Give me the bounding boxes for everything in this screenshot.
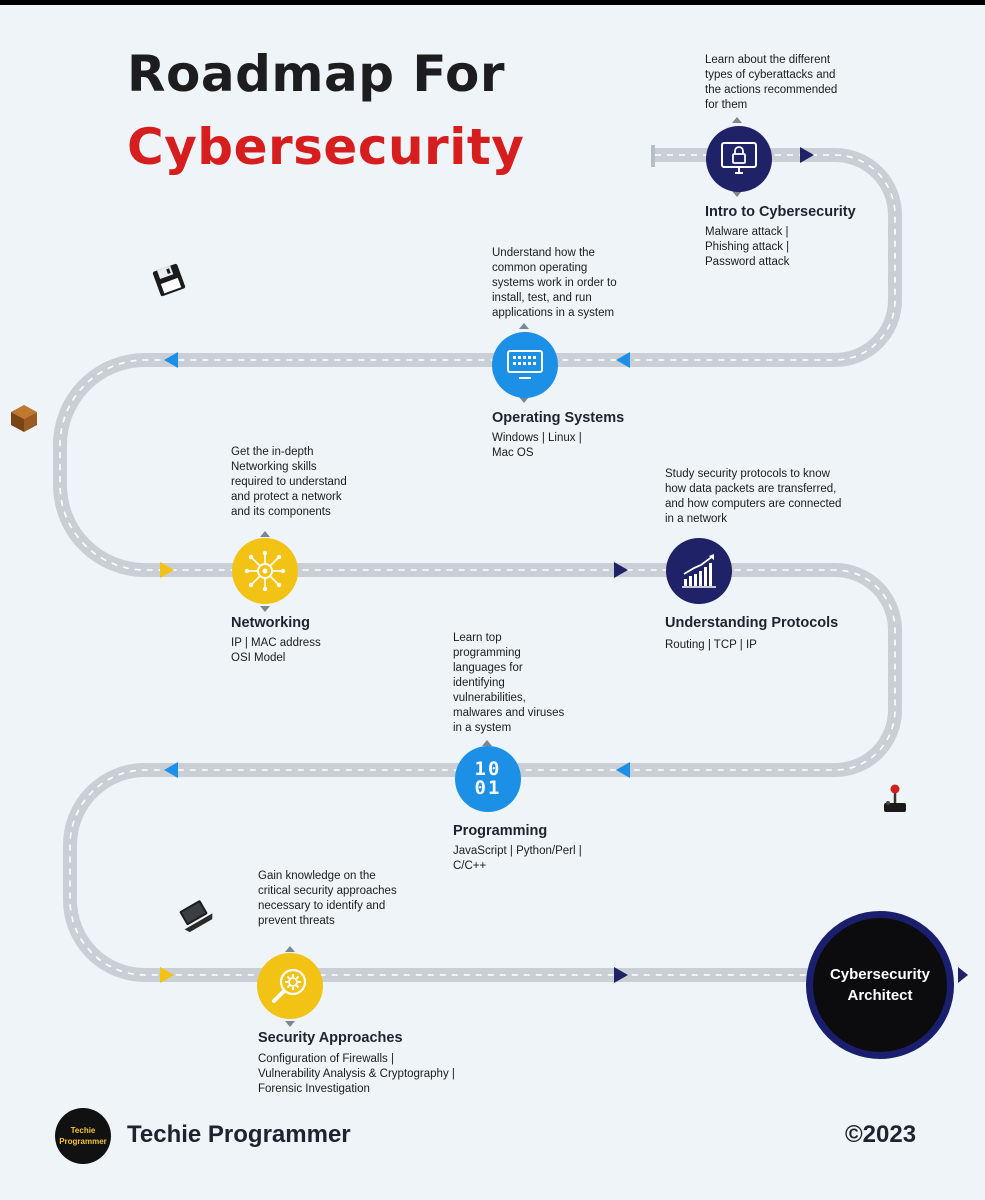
road-start-bar <box>651 145 655 167</box>
road-arrow <box>800 147 814 163</box>
node-marker <box>285 946 295 952</box>
road-arrow <box>616 762 630 778</box>
network-hub-icon <box>244 550 286 592</box>
road-arrow <box>614 562 628 578</box>
node-marker <box>519 323 529 329</box>
infographic: Roadmap For Cybersecurity Learn about th… <box>0 5 985 1200</box>
chart-growth-icon <box>682 554 716 588</box>
step6-heading: Security Approaches <box>258 1030 403 1046</box>
road-arrow <box>160 562 174 578</box>
node-marker <box>285 1021 295 1027</box>
box-icon <box>11 405 37 432</box>
step6-topics: Configuration of Firewalls |Vulnerabilit… <box>258 1053 455 1095</box>
title-line1: Roadmap For <box>127 45 506 103</box>
security-approaches-node[interactable] <box>257 953 323 1019</box>
node-marker <box>482 740 492 746</box>
brand-name: Techie Programmer <box>127 1121 351 1148</box>
step1-topics: Malware attack |Phishing attack |Passwor… <box>705 226 790 268</box>
operating-systems-node[interactable] <box>492 332 558 398</box>
laptop-icon <box>179 900 213 933</box>
step2-heading: Operating Systems <box>492 410 625 426</box>
intro-node[interactable] <box>706 126 772 192</box>
step4-topics: Routing | TCP | IP <box>665 639 757 651</box>
floppy-disk-icon <box>152 263 186 297</box>
techie-programmer-logo: Techie Programmer <box>55 1108 111 1164</box>
node-marker <box>260 531 270 537</box>
step5-topics: JavaScript | Python/Perl |C/C++ <box>453 845 582 872</box>
protocols-node[interactable] <box>666 538 732 604</box>
goal-circle[interactable]: Cybersecurity Architect <box>806 911 954 1059</box>
networking-node[interactable] <box>232 538 298 604</box>
step1-heading: Intro to Cybersecurity <box>705 204 856 220</box>
magnifier-gear-icon <box>272 968 307 1003</box>
monitor-lock-icon <box>721 142 757 174</box>
roadmap-road <box>53 117 968 1027</box>
step2-topics: Windows | Linux |Mac OS <box>492 432 582 459</box>
node-marker <box>519 397 529 403</box>
node-marker <box>732 191 742 197</box>
goal-line1: Cybersecurity <box>829 966 931 983</box>
joystick-icon <box>884 784 906 812</box>
goal-line2: Architect <box>847 987 913 1004</box>
node-marker <box>260 606 270 612</box>
road-arrow <box>160 967 174 983</box>
keyboard-monitor-icon <box>507 350 543 379</box>
title-line2: Cybersecurity <box>127 118 525 176</box>
step5-heading: Programming <box>453 823 548 839</box>
copyright: ©2023 <box>845 1121 917 1148</box>
step4-heading: Understanding Protocols <box>665 615 839 631</box>
node-marker <box>732 117 742 123</box>
road-arrow <box>614 967 628 983</box>
step3-heading: Networking <box>231 615 310 631</box>
road-arrow <box>164 762 178 778</box>
road-arrow <box>164 352 178 368</box>
road-arrow <box>958 967 968 983</box>
road-arrow <box>616 352 630 368</box>
